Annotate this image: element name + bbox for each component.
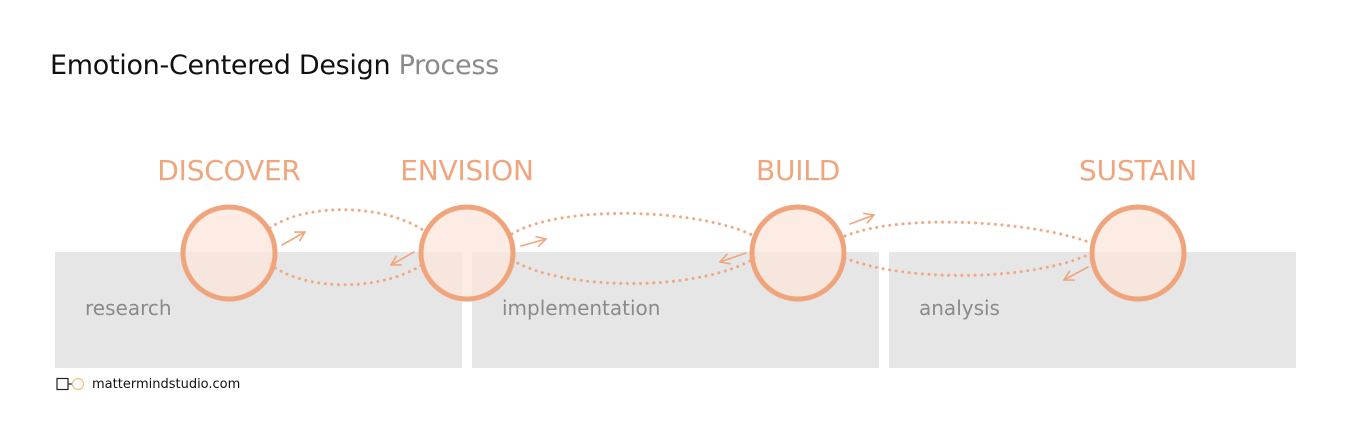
arrow-forward-3 [849, 212, 875, 225]
loop-build-sustain-bottom [843, 250, 1096, 277]
phase-box-analysis: analysis [889, 252, 1296, 368]
phase-label-implementation: implementation [502, 296, 661, 320]
phase-box-implementation: implementation [472, 252, 879, 368]
studio-logo-icon [56, 377, 85, 391]
stage-circle-discover [180, 204, 278, 302]
loop-envision-build-top [510, 211, 760, 240]
stage-circle-envision [418, 204, 516, 302]
stage-circle-sustain [1089, 204, 1187, 302]
arrow-forward-1 [281, 231, 306, 246]
phase-box-research: research [55, 252, 462, 368]
page-title: Emotion-Centered Design Process [50, 48, 499, 84]
loop-discover-envision-top [268, 208, 428, 234]
title-accent: Process [398, 50, 500, 81]
phase-label-analysis: analysis [919, 296, 1000, 320]
title-main: Emotion-Centered Design [50, 50, 391, 81]
loop-envision-build-bottom [510, 254, 760, 286]
stage-circle-build [749, 204, 847, 302]
footer-site[interactable]: mattermindstudio.com [92, 376, 241, 392]
arrow-back-1 [390, 251, 415, 266]
stage-label-discover: DISCOVER [157, 154, 301, 187]
loop-discover-envision-bottom [268, 260, 428, 287]
stage-label-sustain: SUSTAIN [1079, 154, 1197, 187]
stage-label-build: BUILD [755, 154, 841, 187]
arrow-forward-2 [520, 235, 547, 248]
arrow-back-3 [1063, 266, 1089, 281]
phase-label-research: research [85, 296, 172, 320]
arrow-back-2 [719, 252, 747, 265]
footer: mattermindstudio.com [56, 376, 240, 392]
loop-build-sustain-top [843, 220, 1096, 246]
stage-label-envision: ENVISION [400, 154, 534, 187]
